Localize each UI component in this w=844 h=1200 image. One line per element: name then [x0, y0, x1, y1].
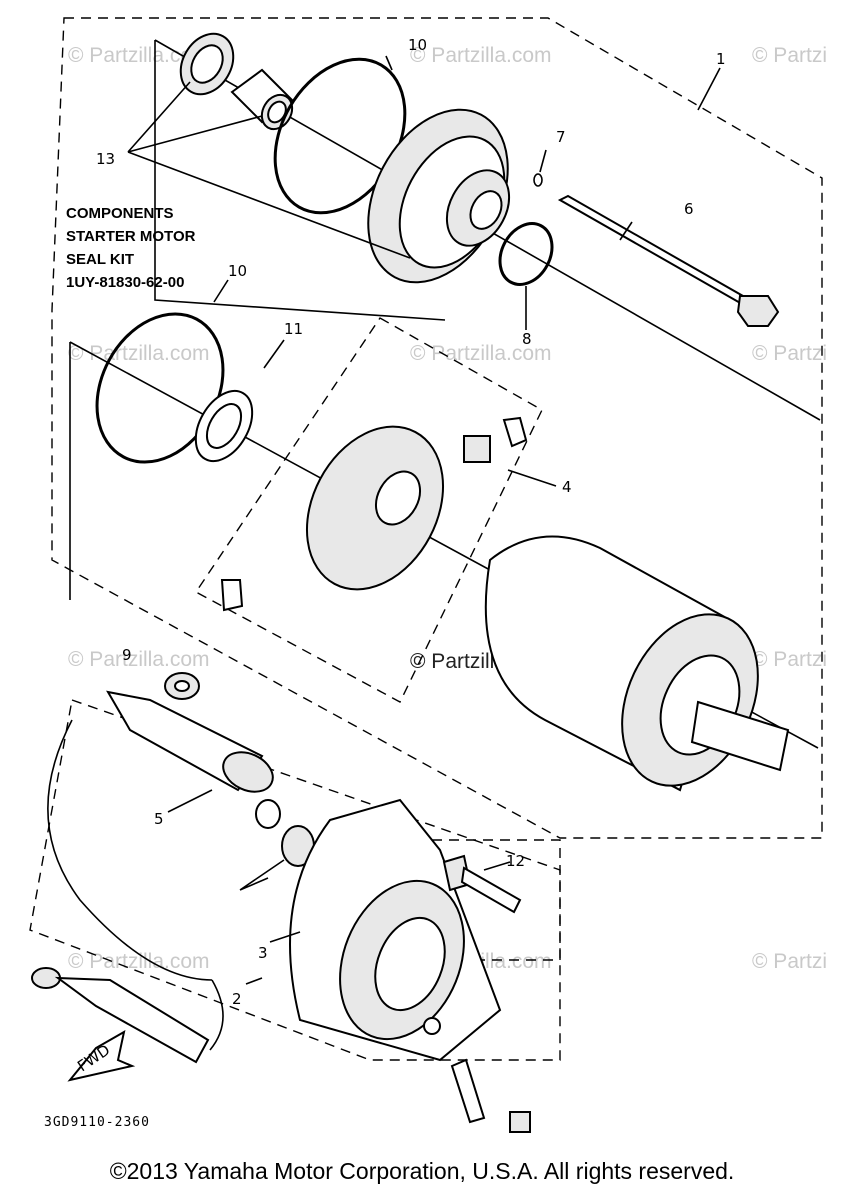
- lead-wire: [47, 719, 224, 1051]
- callout-3: 3: [258, 944, 268, 962]
- lead-wire-end: [31, 967, 210, 1064]
- leader-lines: [127, 55, 721, 985]
- callout-9: 9: [122, 646, 132, 664]
- watermark: © Partzilla.com: [68, 44, 210, 67]
- callout-1: 1: [716, 50, 726, 68]
- oil-seal: [179, 32, 235, 96]
- fwd-arrow: FWD: [67, 1030, 136, 1082]
- watermark: © Partzi: [752, 648, 827, 671]
- brush-plate: [305, 425, 445, 591]
- callout-5: 5: [154, 810, 164, 828]
- callout-6: 6: [684, 200, 694, 218]
- o-ring-small: [533, 173, 543, 187]
- brush-group-boundary: [194, 317, 543, 703]
- bolt-12: [442, 854, 522, 914]
- through-bolt: [557, 194, 780, 327]
- kit-label-line2: STARTER MOTOR: [66, 228, 196, 245]
- front-cover: [367, 108, 511, 284]
- callout-2: 2: [232, 990, 242, 1008]
- callout-4: 4: [562, 478, 572, 496]
- watermark: © Partzi: [752, 44, 827, 67]
- watermark: © Partzi: [752, 342, 827, 365]
- rear-cover: [289, 798, 502, 1062]
- nut: [164, 672, 200, 700]
- kit-label-line3: SEAL KIT: [66, 251, 134, 268]
- watermark: © Partzilla.com: [68, 342, 210, 365]
- brush-spring: [502, 416, 528, 448]
- watermarks: © Partzilla.com © Partzilla.com © Partzi…: [68, 44, 827, 973]
- callout-10-mid: 10: [228, 262, 247, 280]
- kit-label-line1: COMPONENTS: [66, 205, 174, 222]
- callout-11: 11: [284, 320, 303, 338]
- starter-motor-exploded-diagram: © Partzilla.com © Partzilla.com © Partzi…: [29, 17, 827, 1133]
- kit-label-line4: 1UY-81830-62-00: [66, 274, 184, 291]
- diagram-code: 3GD9110-2360: [44, 1115, 150, 1130]
- o-ring-medium: [498, 222, 554, 286]
- lead-wire-terminal: [106, 690, 274, 793]
- callout-10-top: 10: [408, 36, 427, 54]
- callout-7: 7: [556, 128, 566, 146]
- washer: [194, 389, 254, 463]
- brush-spring-lower: [220, 579, 244, 612]
- yoke-armature: [484, 535, 790, 792]
- watermark: © Partzilla.com: [68, 950, 210, 973]
- assembly-boundary-1: [51, 17, 823, 839]
- watermark: © Partzi: [752, 950, 827, 973]
- callout-12: 12: [506, 852, 525, 870]
- watermark: © Partzilla.com: [410, 342, 552, 365]
- callout-13: 13: [96, 150, 115, 168]
- brush: [463, 435, 491, 463]
- watermark: © Partzilla.com: [68, 648, 210, 671]
- copyright-notice: ©2013 Yamaha Motor Corporation, U.S.A. A…: [109, 1158, 735, 1184]
- callout-8: 8: [522, 330, 532, 348]
- ground-bolt: [450, 1058, 531, 1133]
- watermark: © Partzilla.com: [410, 44, 552, 67]
- bearing: [230, 68, 294, 131]
